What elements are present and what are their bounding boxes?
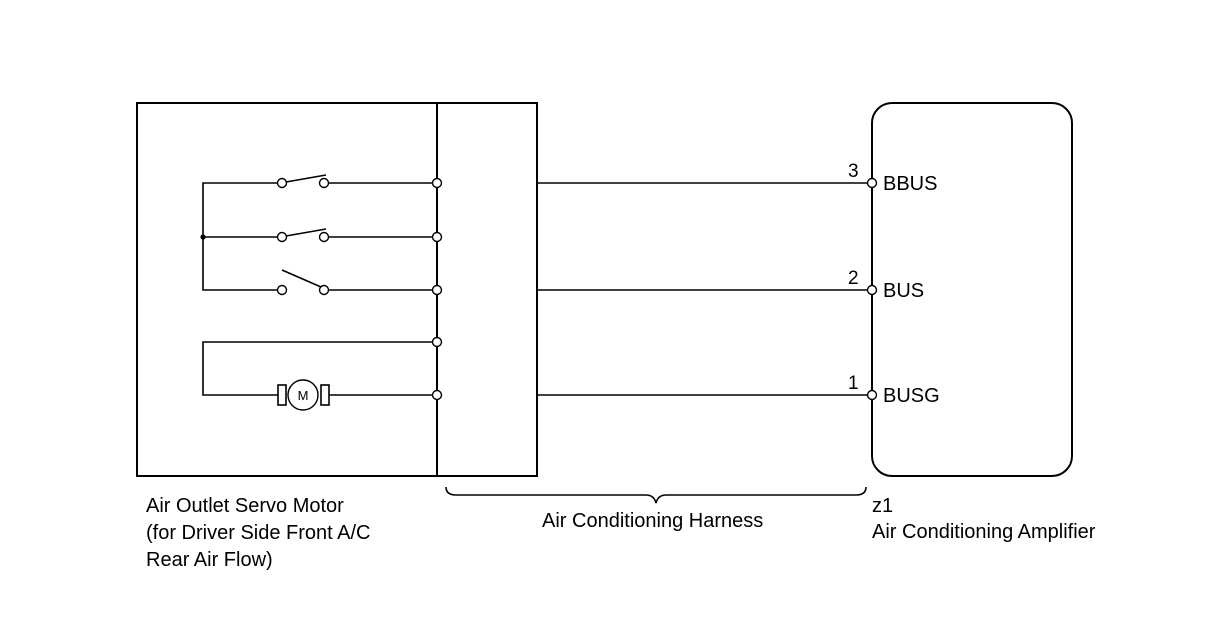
servo-terminal bbox=[431, 336, 443, 348]
servo-terminal bbox=[431, 389, 443, 401]
pin-name: BBUS bbox=[883, 173, 937, 195]
motor-symbol: M bbox=[298, 388, 309, 403]
motor-icon bbox=[287, 379, 319, 411]
pin-number: 2 bbox=[848, 268, 859, 289]
servo-motor-label-line-3: Rear Air Flow) bbox=[146, 549, 273, 571]
servo-terminal bbox=[431, 177, 443, 189]
servo-terminal bbox=[431, 231, 443, 243]
pin-name: BUSG bbox=[883, 385, 940, 407]
servo-motor-label-line-2: (for Driver Side Front A/C bbox=[146, 522, 371, 544]
amplifier-label: Air Conditioning Amplifier bbox=[872, 521, 1096, 543]
motor-circuit: M bbox=[202, 341, 433, 411]
servo-terminal bbox=[431, 284, 443, 296]
switch-network bbox=[200, 174, 433, 296]
amplifier-terminal bbox=[866, 389, 878, 401]
switch-3 bbox=[276, 269, 433, 296]
harness-label: Air Conditioning Harness bbox=[542, 510, 763, 532]
pin-number: 3 bbox=[848, 161, 859, 182]
switch-2 bbox=[276, 228, 433, 243]
amplifier-terminal bbox=[866, 284, 878, 296]
switch-1 bbox=[276, 174, 433, 189]
amplifier-connector-code: z1 bbox=[872, 495, 893, 517]
harness-brace bbox=[445, 486, 867, 504]
pin-name: BUS bbox=[883, 280, 924, 302]
harness-wires bbox=[537, 182, 867, 396]
servo-terminals bbox=[431, 177, 443, 401]
pin-number: 1 bbox=[848, 373, 859, 394]
amplifier-terminal bbox=[866, 177, 878, 189]
servo-motor-label-line-1: Air Outlet Servo Motor bbox=[146, 495, 344, 517]
